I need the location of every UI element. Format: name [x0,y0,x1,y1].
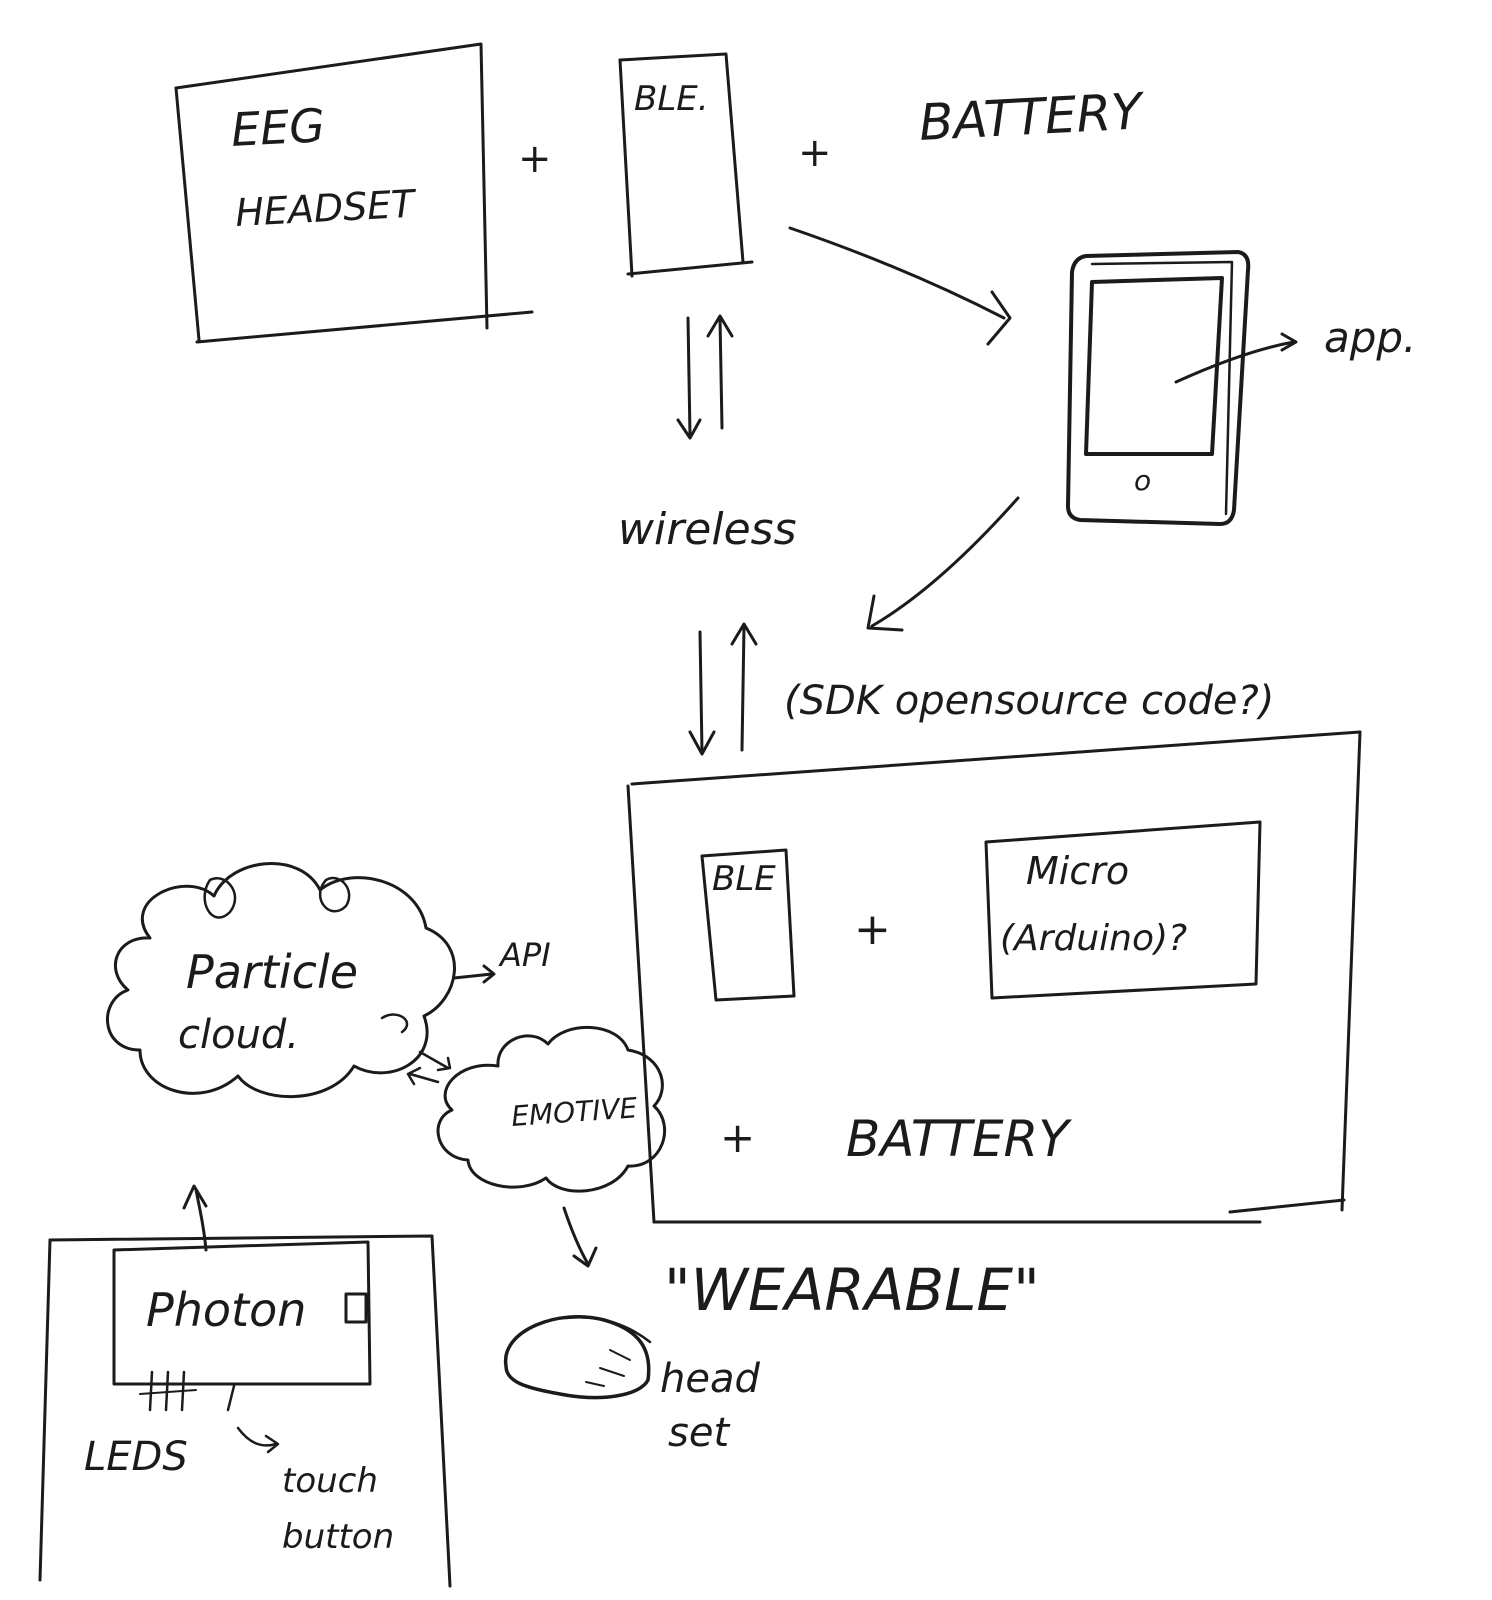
wearable-link-arrows [688,622,758,756]
wireless-arrows [676,314,734,440]
sdk-opensource-note: (SDK opensource code?) [784,678,1274,724]
emotive-label: EMOTIVE [510,1091,638,1133]
touch-label: touch [282,1461,378,1501]
ble-top-label: BLE. [634,79,709,119]
arrow-emotive-to-headset [562,1206,598,1268]
arrow-to-app [1174,332,1298,384]
particle-cloud: Particle cloud. [106,862,456,1099]
wearable-box: BLE + Micro (Arduino)? + BATTERY [626,730,1362,1224]
photon-label: Photon [146,1283,306,1337]
particle-label: Particle [186,945,358,999]
plus-sign-4: + [720,1113,755,1162]
phone-home-button: o [1134,464,1151,497]
battery-top-label: BATTERY [918,82,1147,152]
micro-label: Micro [1026,849,1129,893]
plus-sign-1: + [518,136,552,182]
arrow-photon-to-cloud [182,1184,208,1252]
plus-sign-2: + [798,130,832,176]
ble-module-top: BLE. [618,52,754,278]
ble-wearable-label: BLE [712,859,776,899]
emotive-cloud: EMOTIVE [436,1025,666,1193]
set-label: set [668,1410,730,1456]
photon-pins [139,1370,236,1412]
button-label: button [282,1517,394,1557]
leds-label: LEDS [84,1434,188,1480]
arrow-phone-to-wearable [866,496,1020,632]
api-label: API [498,936,551,974]
wireless-label: wireless [618,504,797,555]
head-label: head [660,1356,760,1402]
wearable-label: "WEARABLE" [664,1256,1040,1324]
headset-label: HEADSET [234,182,418,235]
app-label: app. [1324,313,1416,362]
photon-board-outer [38,1234,452,1588]
cloud-emotive-arrows [406,1050,452,1086]
ble-module-wearable: BLE [700,848,796,1002]
microcontroller-box: Micro (Arduino)? [984,820,1262,1000]
eeg-headset-box: EEG HEADSET [174,42,534,344]
smartphone: o [1066,250,1251,526]
arrow-ble-to-phone [788,226,1012,346]
arrow-to-api [452,964,496,984]
arrow-to-touch-button [236,1426,280,1454]
eeg-label: EEG [230,98,326,157]
plus-sign-3: + [854,904,891,955]
cloud-label: cloud. [178,1012,299,1058]
photon-module: Photon [112,1240,372,1386]
battery-wearable-label: BATTERY [846,1110,1072,1168]
arduino-label: (Arduino)? [1000,918,1187,959]
headset-sketch [504,1315,652,1400]
